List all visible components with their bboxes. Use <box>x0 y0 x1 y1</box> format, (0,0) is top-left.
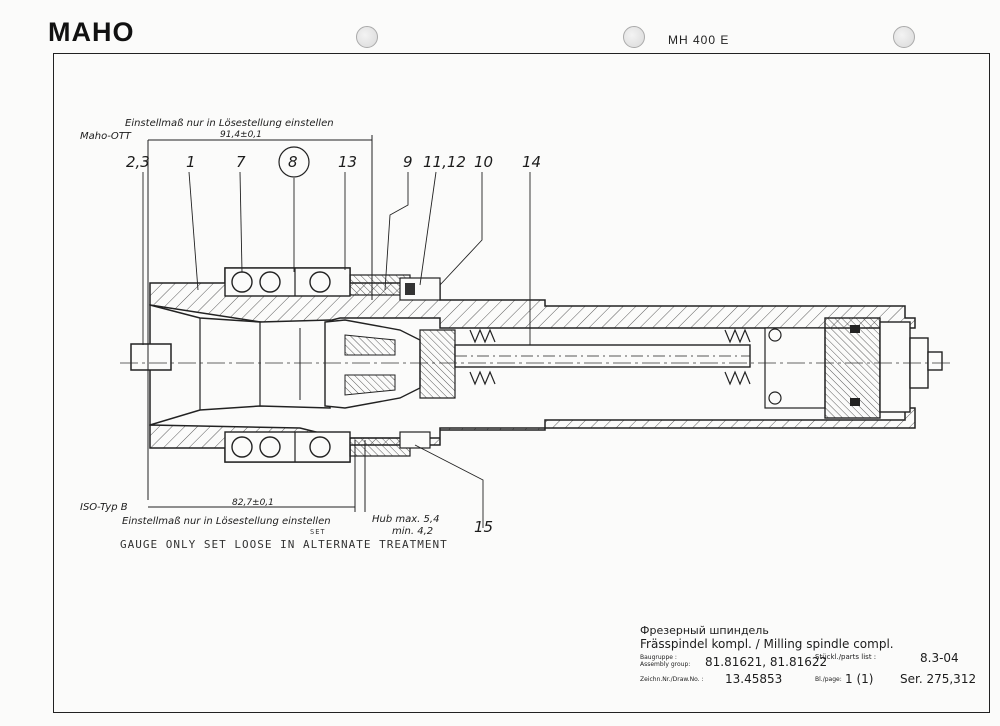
callout-7: 7 <box>236 153 246 171</box>
drawing-frame <box>53 53 990 713</box>
parts-list-label: Stückl./parts list : <box>815 653 877 661</box>
callout-2-3: 2,3 <box>126 153 150 171</box>
callout-15: 15 <box>474 518 494 536</box>
callout-11-12: 11,12 <box>423 153 466 171</box>
parts-list-value: 8.3-04 <box>920 651 959 665</box>
callout-13: 13 <box>338 153 358 171</box>
assembly-group-value: 81.81621, 81.81622 <box>705 655 828 669</box>
callout-circle-8 <box>278 146 310 178</box>
top-reference-label: Maho-OTT <box>80 131 131 142</box>
collet-gripper <box>324 319 421 409</box>
title-russian: Фрезерный шпиндель <box>640 624 769 637</box>
handwritten-set-mark: SET <box>310 528 326 536</box>
model-label: MH 400 E <box>668 33 730 47</box>
disc-springs <box>469 328 751 386</box>
serial-number: Ser. 275,312 <box>900 672 977 686</box>
page-label: Bl./page: <box>815 676 842 683</box>
taper-bore <box>149 304 331 427</box>
drawing-number-label: Zeichn.Nr./Draw.No. : <box>640 676 704 683</box>
drive-key <box>130 343 172 371</box>
stroke-max: Hub max. 5,4 <box>372 514 440 525</box>
bottom-dimension: 82,7±0,1 <box>232 498 274 508</box>
bottom-setting-note: Einstellmaß nur in Lösestellung einstell… <box>122 516 331 527</box>
callout-14: 14 <box>522 153 542 171</box>
stroke-min: min. 4,2 <box>392 526 434 537</box>
punch-hole <box>623 26 645 48</box>
callout-8: 8 <box>288 153 298 171</box>
bottom-reference-label: ISO-Typ B <box>80 502 128 513</box>
page-value: 1 (1) <box>845 672 874 686</box>
bearing-set-lower <box>224 431 351 463</box>
callout-1: 1 <box>186 153 196 171</box>
top-dimension: 91,4±0,1 <box>220 130 262 140</box>
punch-hole <box>356 26 378 48</box>
callout-9: 9 <box>403 153 413 171</box>
assembly-group-label: Baugruppe : Assembly group: <box>640 654 691 668</box>
maho-logo: MAHO <box>48 17 135 47</box>
top-setting-note: Einstellmaß nur in Lösestellung einstell… <box>125 118 334 129</box>
punch-hole <box>893 26 915 48</box>
drawing-title: Frässpindel kompl. / Milling spindle com… <box>640 637 894 651</box>
callout-10: 10 <box>474 153 494 171</box>
handwritten-note: GAUGE ONLY SET LOOSE IN ALTERNATE TREATM… <box>120 538 448 551</box>
drawing-number-value: 13.45853 <box>725 672 783 686</box>
